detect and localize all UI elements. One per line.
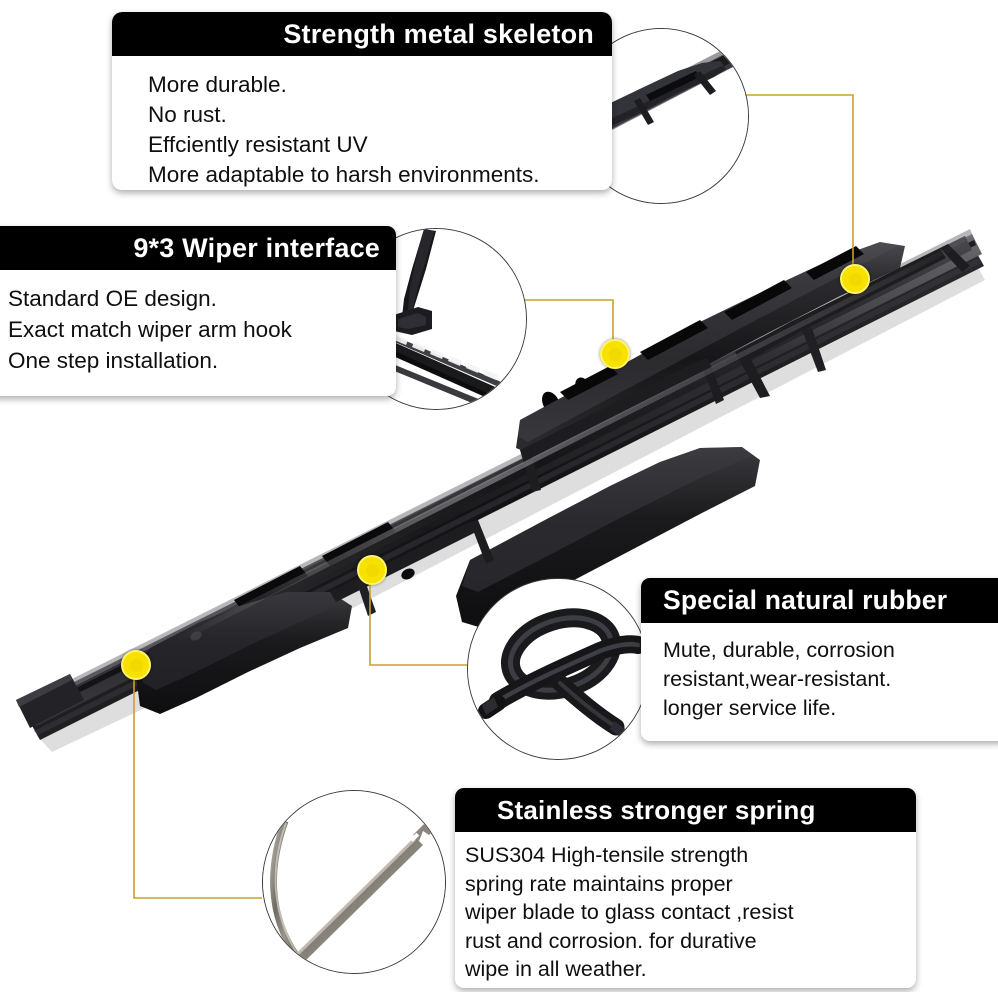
marker-dot-spring — [121, 650, 151, 680]
connector-interface — [520, 299, 614, 352]
callout-title-skeleton: Strength metal skeleton — [112, 12, 612, 56]
callout-body-interface: Standard OE design. Exact match wiper ar… — [8, 286, 292, 373]
callout-title-rubber: Special natural rubber — [641, 578, 998, 623]
callout-body-spring: SUS304 High-tensile strength spring rate… — [465, 843, 794, 981]
callout-body-rubber: Mute, durable, corrosion resistant,wear-… — [663, 638, 895, 720]
callout-card-rubber: Special natural rubber Mute, durable, co… — [641, 578, 998, 741]
blade-end-cap — [16, 674, 84, 728]
marker-dot-skeleton — [840, 264, 870, 294]
connector-skeleton — [744, 94, 854, 277]
connector-rubber — [369, 568, 470, 666]
marker-dot-interface — [600, 339, 630, 369]
frame-highlight — [176, 238, 968, 643]
callout-card-skeleton: Strength metal skeleton More durable. No… — [112, 12, 612, 190]
marker-dot-rubber — [357, 555, 387, 585]
callout-body-skeleton: More durable. No rust. Effciently resist… — [148, 72, 540, 187]
inset-natural-rubber — [467, 578, 649, 760]
connector-spring — [133, 663, 262, 899]
inset-stainless-spring — [262, 790, 446, 974]
callout-title-spring: Stainless stronger spring — [455, 788, 916, 832]
callout-card-interface: 9*3 Wiper interface Standard OE design. … — [0, 226, 396, 396]
callout-title-interface: 9*3 Wiper interface — [0, 226, 396, 270]
callout-card-spring: Stainless stronger spring SUS304 High-te… — [455, 788, 916, 988]
